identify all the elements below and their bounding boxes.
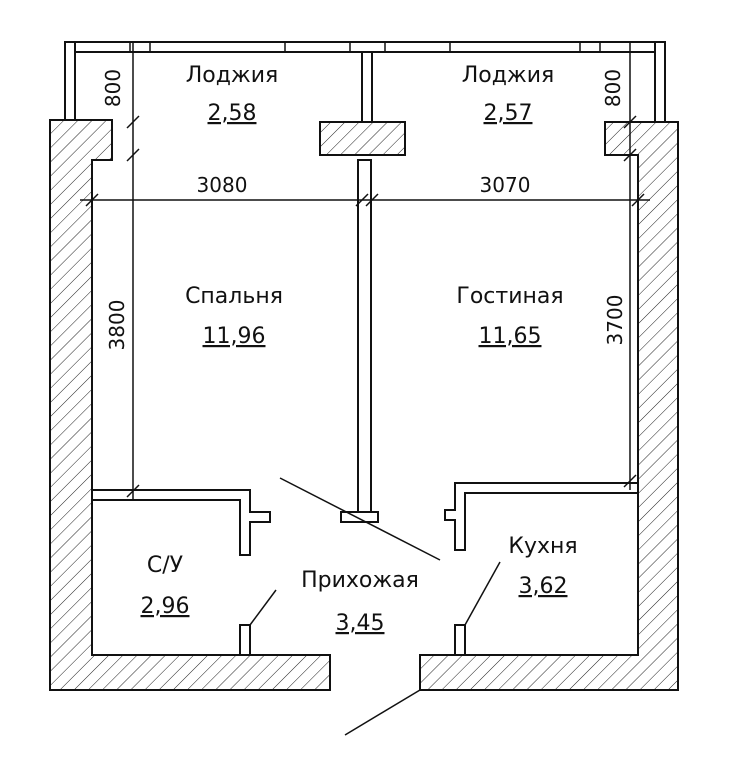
dimension-lines [80, 42, 650, 500]
room-area-hallway: 3,45 [336, 611, 385, 636]
room-name-bathroom: С/У [147, 553, 184, 578]
room-area-bedroom: 11,96 [203, 324, 266, 349]
dim-living-width: 3070 [480, 173, 531, 197]
room-area-loggia-left: 2,58 [208, 101, 257, 126]
dim-bedroom-length: 3800 [105, 300, 129, 351]
exterior-walls [49, 119, 679, 691]
door-swings [249, 477, 501, 736]
dim-living-length: 3700 [603, 295, 627, 346]
room-name-kitchen: Кухня [508, 534, 577, 559]
room-area-living: 11,65 [479, 324, 542, 349]
room-name-loggia-right: Лоджия [462, 63, 555, 88]
room-name-living: Гостиная [456, 284, 563, 309]
room-name-hallway: Прихожая [301, 568, 419, 593]
room-name-bedroom: Спальня [185, 284, 283, 309]
dim-loggia-left: 800 [101, 69, 125, 107]
dim-bedroom-width: 3080 [197, 173, 248, 197]
room-name-loggia-left: Лоджия [186, 63, 279, 88]
room-area-kitchen: 3,62 [519, 574, 568, 599]
room-area-bathroom: 2,96 [141, 594, 190, 619]
partitions [91, 159, 639, 656]
room-labels: Лоджия 2,58 Лоджия 2,57 Спальня 11,96 Го… [141, 63, 578, 636]
loggia-walls [64, 41, 666, 125]
dimension-labels: 800 800 3080 3070 3800 3700 [101, 69, 627, 351]
dim-loggia-right: 800 [601, 69, 625, 107]
room-area-loggia-right: 2,57 [484, 101, 533, 126]
